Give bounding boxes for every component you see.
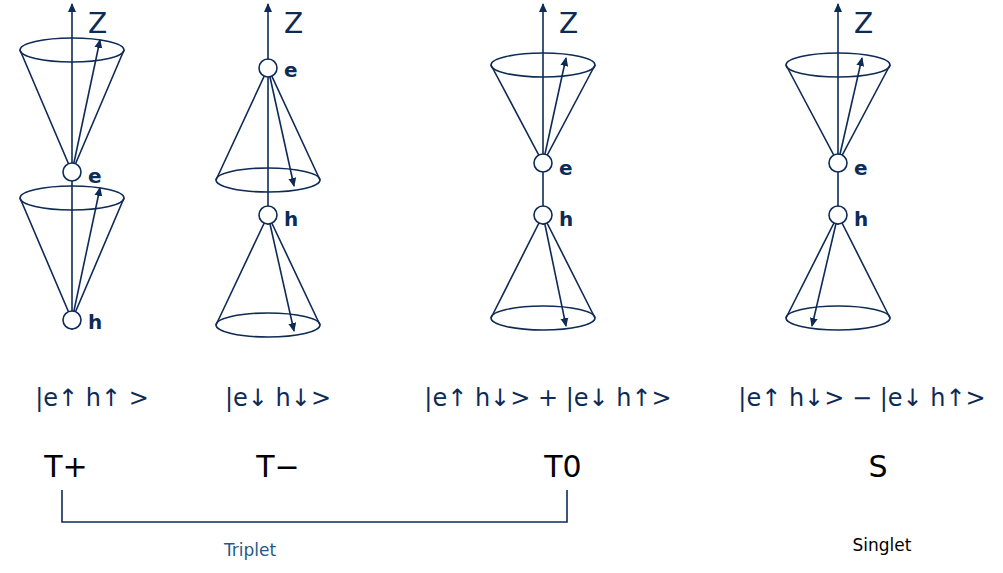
- precession-cone: [491, 215, 595, 318]
- triplet-bracket: [62, 490, 567, 522]
- precession-cone: [786, 215, 890, 318]
- state-name: T−: [256, 450, 299, 483]
- precession-cone: [20, 50, 124, 172]
- spin-arrow: [838, 58, 862, 163]
- state-name: S: [868, 450, 887, 483]
- spin-arrow: [72, 188, 100, 320]
- axis-label: Z: [284, 9, 303, 40]
- spin-state-ket: |e↑ h↓> − |e↓ h↑>: [738, 385, 985, 411]
- electron-dot: [63, 163, 81, 181]
- electron-label: e: [284, 59, 298, 81]
- hole-label: h: [854, 208, 868, 230]
- electron-label: e: [559, 157, 573, 179]
- electron-dot: [259, 59, 277, 77]
- precession-cone: [786, 53, 890, 77]
- precession-cone: [491, 53, 595, 77]
- axis-label: Z: [88, 9, 107, 40]
- precession-cone: [20, 38, 124, 62]
- precession-cone: [20, 186, 124, 210]
- spin-arrow: [72, 40, 100, 172]
- spin-state-ket: |e↓ h↓>: [225, 385, 331, 411]
- precession-cone: [216, 68, 320, 180]
- z-axis: [542, 4, 544, 225]
- state-name: T+: [44, 450, 87, 483]
- hole-dot: [259, 206, 277, 224]
- spin-arrow: [268, 68, 294, 186]
- spin-state-ket: |e↑ h↓> + |e↓ h↑>: [424, 385, 671, 411]
- hole-dot: [829, 206, 847, 224]
- group-label: Triplet: [224, 541, 276, 560]
- hole-label: h: [88, 311, 102, 333]
- group-label: Singlet: [853, 536, 912, 555]
- electron-label: e: [854, 157, 868, 179]
- hole-label: h: [284, 208, 298, 230]
- precession-cone: [216, 215, 320, 325]
- hole-label: h: [559, 208, 573, 230]
- spin-arrow: [812, 215, 838, 326]
- spin-arrow: [543, 58, 566, 163]
- precession-cone: [20, 198, 124, 320]
- spin-state-ket: |e↑ h↑ >: [35, 385, 149, 411]
- precession-cone: [491, 65, 595, 163]
- electron-dot: [829, 154, 847, 172]
- precession-cone: [786, 65, 890, 163]
- state-name: T0: [544, 450, 581, 483]
- z-axis: [837, 4, 839, 225]
- spin-arrow: [543, 215, 566, 326]
- spin-arrow: [268, 215, 294, 331]
- electron-dot: [534, 154, 552, 172]
- axis-label: Z: [559, 9, 578, 40]
- hole-dot: [63, 311, 81, 329]
- precession-cone: [491, 306, 595, 330]
- precession-cone: [216, 313, 320, 337]
- hole-dot: [534, 206, 552, 224]
- electron-label: e: [88, 165, 102, 187]
- axis-label: Z: [854, 9, 873, 40]
- precession-cone: [216, 168, 320, 192]
- precession-cone: [786, 306, 890, 330]
